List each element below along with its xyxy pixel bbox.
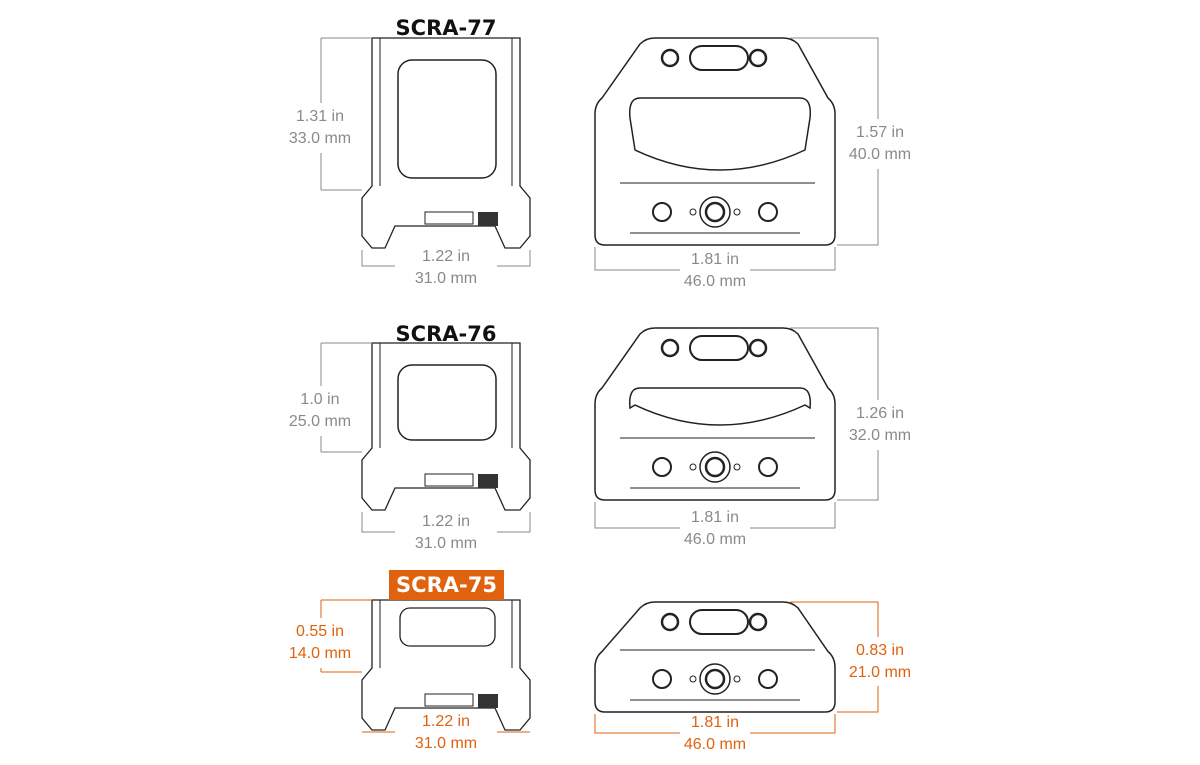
center-screw: [699, 663, 731, 695]
front-height-dimension-line: [790, 601, 879, 713]
pin: [733, 208, 741, 216]
mount-hole: [652, 202, 672, 222]
front-width-dimension-line: [594, 714, 836, 734]
front-view-window: [628, 387, 812, 426]
side-view-body: [361, 37, 531, 249]
side-width-dimension-line: [361, 512, 531, 533]
center-screw-head: [704, 456, 726, 478]
pin: [689, 208, 697, 216]
mount-hole: [758, 669, 778, 689]
front-width-dimension-line: [594, 247, 836, 271]
screw-thread: [478, 474, 498, 488]
center-screw: [699, 451, 731, 483]
mount-hole: [758, 457, 778, 477]
top-hole: [748, 338, 768, 358]
center-screw-head: [704, 201, 726, 223]
side-height-dimension-line: [320, 342, 372, 453]
top-slot: [689, 45, 749, 71]
side-width-dimension-line: [361, 250, 531, 267]
front-view-body: [594, 37, 836, 246]
rail-slot: [424, 693, 474, 707]
top-hole: [748, 612, 768, 632]
front-height-dimension-line: [790, 327, 879, 501]
screw-thread: [478, 212, 498, 226]
pin: [733, 463, 741, 471]
front-view-body: [594, 327, 836, 501]
screw-thread: [478, 694, 498, 708]
side-height-dimension-line: [320, 37, 372, 191]
side-height-dimension-line: [320, 599, 372, 673]
front-height-dimension-line: [790, 37, 879, 246]
front-width-dimension-line: [594, 502, 836, 529]
side-view-window: [399, 607, 496, 647]
mount-hole: [758, 202, 778, 222]
pin: [733, 675, 741, 683]
pin: [689, 675, 697, 683]
model-title-highlighted: SCRA-75: [389, 570, 504, 600]
side-view-window: [397, 59, 497, 179]
top-hole: [660, 48, 680, 68]
mount-hole: [652, 457, 672, 477]
top-slot: [689, 609, 749, 635]
side-view-window: [397, 364, 497, 441]
rail-slot: [424, 473, 474, 487]
top-slot: [689, 335, 749, 361]
center-screw-head: [704, 668, 726, 690]
top-hole: [660, 612, 680, 632]
rail-slot: [424, 211, 474, 225]
model-title: SCRA-76: [395, 322, 497, 346]
center-screw: [699, 196, 731, 228]
top-hole: [748, 48, 768, 68]
top-hole: [660, 338, 680, 358]
mount-hole: [652, 669, 672, 689]
pin: [689, 463, 697, 471]
model-title: SCRA-77: [395, 16, 497, 40]
side-view-body: [361, 342, 531, 511]
front-view-window: [628, 97, 812, 171]
front-view-body: [594, 601, 836, 713]
